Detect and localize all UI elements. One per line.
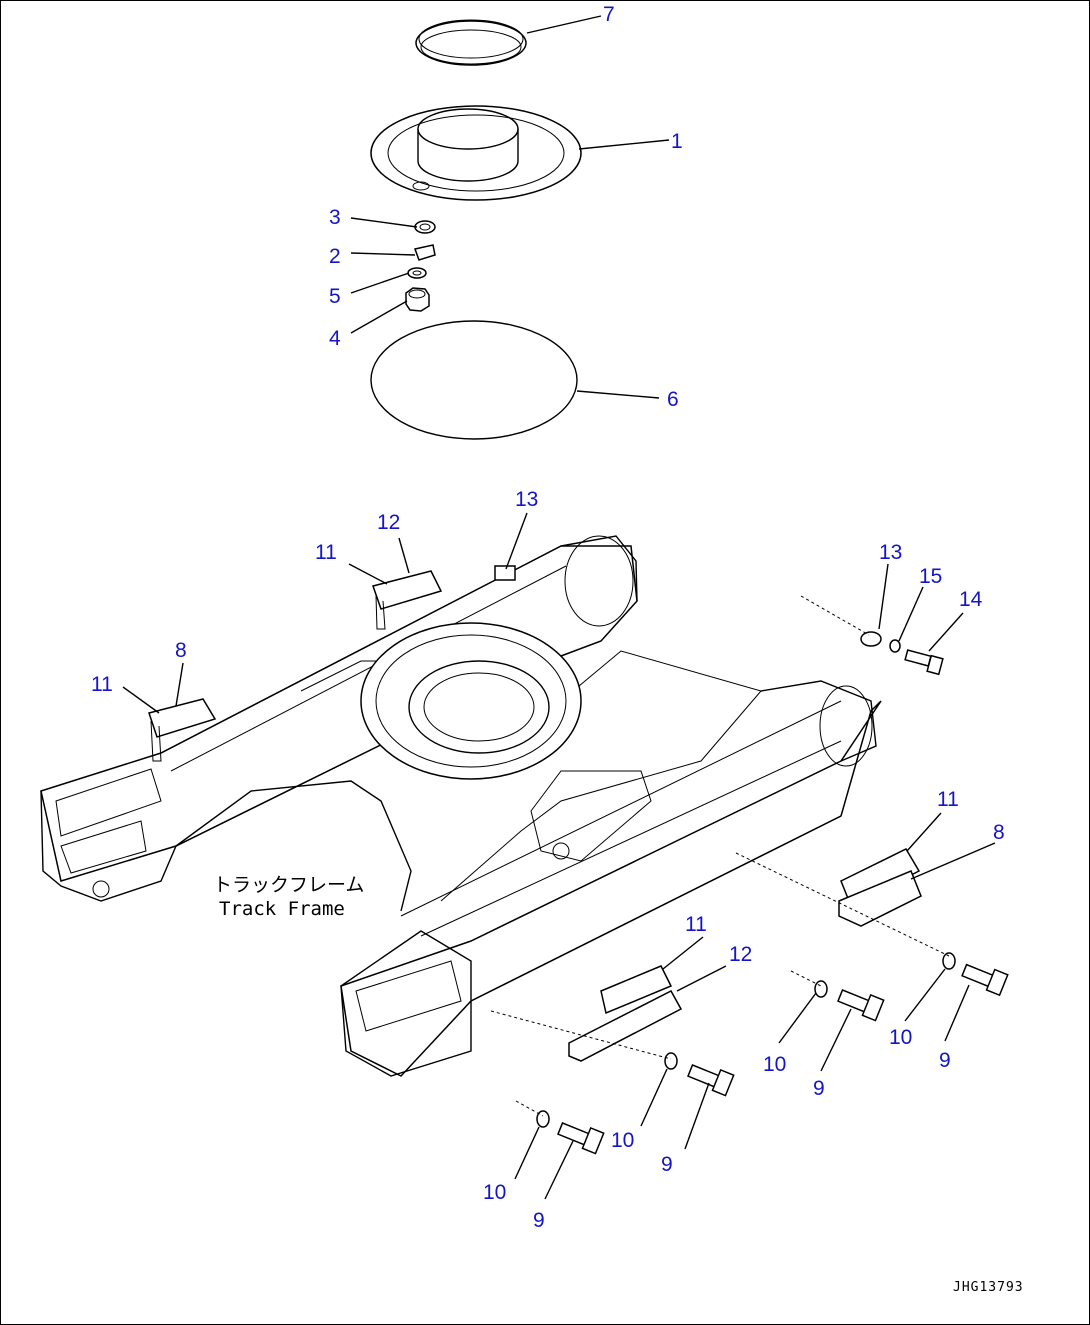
callout-labels: 7 1 3 2 5 4 6 13 12 11 8 11 13 15 14 11 … xyxy=(91,3,1005,1232)
part-2-plate xyxy=(414,244,436,261)
callout-7: 7 xyxy=(603,3,615,26)
callout-11: 11 xyxy=(685,913,707,936)
callout-14: 14 xyxy=(959,588,983,611)
part-3-washer xyxy=(414,220,436,234)
callout-4: 4 xyxy=(329,327,341,350)
callout-12: 12 xyxy=(729,943,752,966)
part-11-8-guard-left xyxy=(148,698,217,762)
part-5-lock-washer xyxy=(407,267,427,279)
callout-5: 5 xyxy=(329,285,341,308)
callout-3: 3 xyxy=(329,206,341,229)
callout-9: 9 xyxy=(533,1209,545,1232)
callout-2: 2 xyxy=(329,245,341,268)
part-6-o-ring xyxy=(370,320,578,440)
part-4-nut xyxy=(405,287,430,312)
callout-13: 13 xyxy=(879,541,902,564)
callout-6: 6 xyxy=(667,388,679,411)
part-9-bolts xyxy=(557,963,1009,1155)
callout-9: 9 xyxy=(661,1153,673,1176)
callout-8: 8 xyxy=(993,821,1005,844)
callout-8: 8 xyxy=(175,639,187,662)
part-11-8-guard-right xyxy=(838,848,922,927)
track-frame-drawing xyxy=(40,535,882,1077)
callout-9: 9 xyxy=(939,1049,951,1072)
part-14-bolt xyxy=(904,649,944,676)
assembly-lines xyxy=(490,595,950,1117)
part-7-seal-ring xyxy=(415,19,527,66)
callout-11: 11 xyxy=(937,788,959,811)
part-11-12-guard-upper xyxy=(372,570,443,630)
part-1-plate xyxy=(370,105,582,201)
callout-10: 10 xyxy=(763,1053,786,1076)
part-13-plate-right xyxy=(860,631,882,647)
callout-10: 10 xyxy=(611,1129,634,1152)
leader-lines xyxy=(122,15,996,1200)
part-13-block-upper xyxy=(494,565,516,581)
callout-13: 13 xyxy=(515,488,538,511)
callout-11: 11 xyxy=(315,541,337,564)
callout-12: 12 xyxy=(377,511,400,534)
callout-15: 15 xyxy=(919,565,942,588)
part-10-washers xyxy=(536,952,956,1128)
part-15-washer xyxy=(889,639,901,653)
callout-9: 9 xyxy=(813,1077,825,1100)
callout-11: 11 xyxy=(91,673,113,696)
part-11-12-guard-lower xyxy=(568,965,683,1062)
callout-10: 10 xyxy=(483,1181,506,1204)
caption-english: Track Frame xyxy=(219,898,345,920)
caption-japanese: トラックフレーム xyxy=(213,874,364,896)
figure-code: JHG13793 xyxy=(953,1280,1024,1295)
callout-10: 10 xyxy=(889,1026,912,1049)
callout-1: 1 xyxy=(671,130,683,153)
